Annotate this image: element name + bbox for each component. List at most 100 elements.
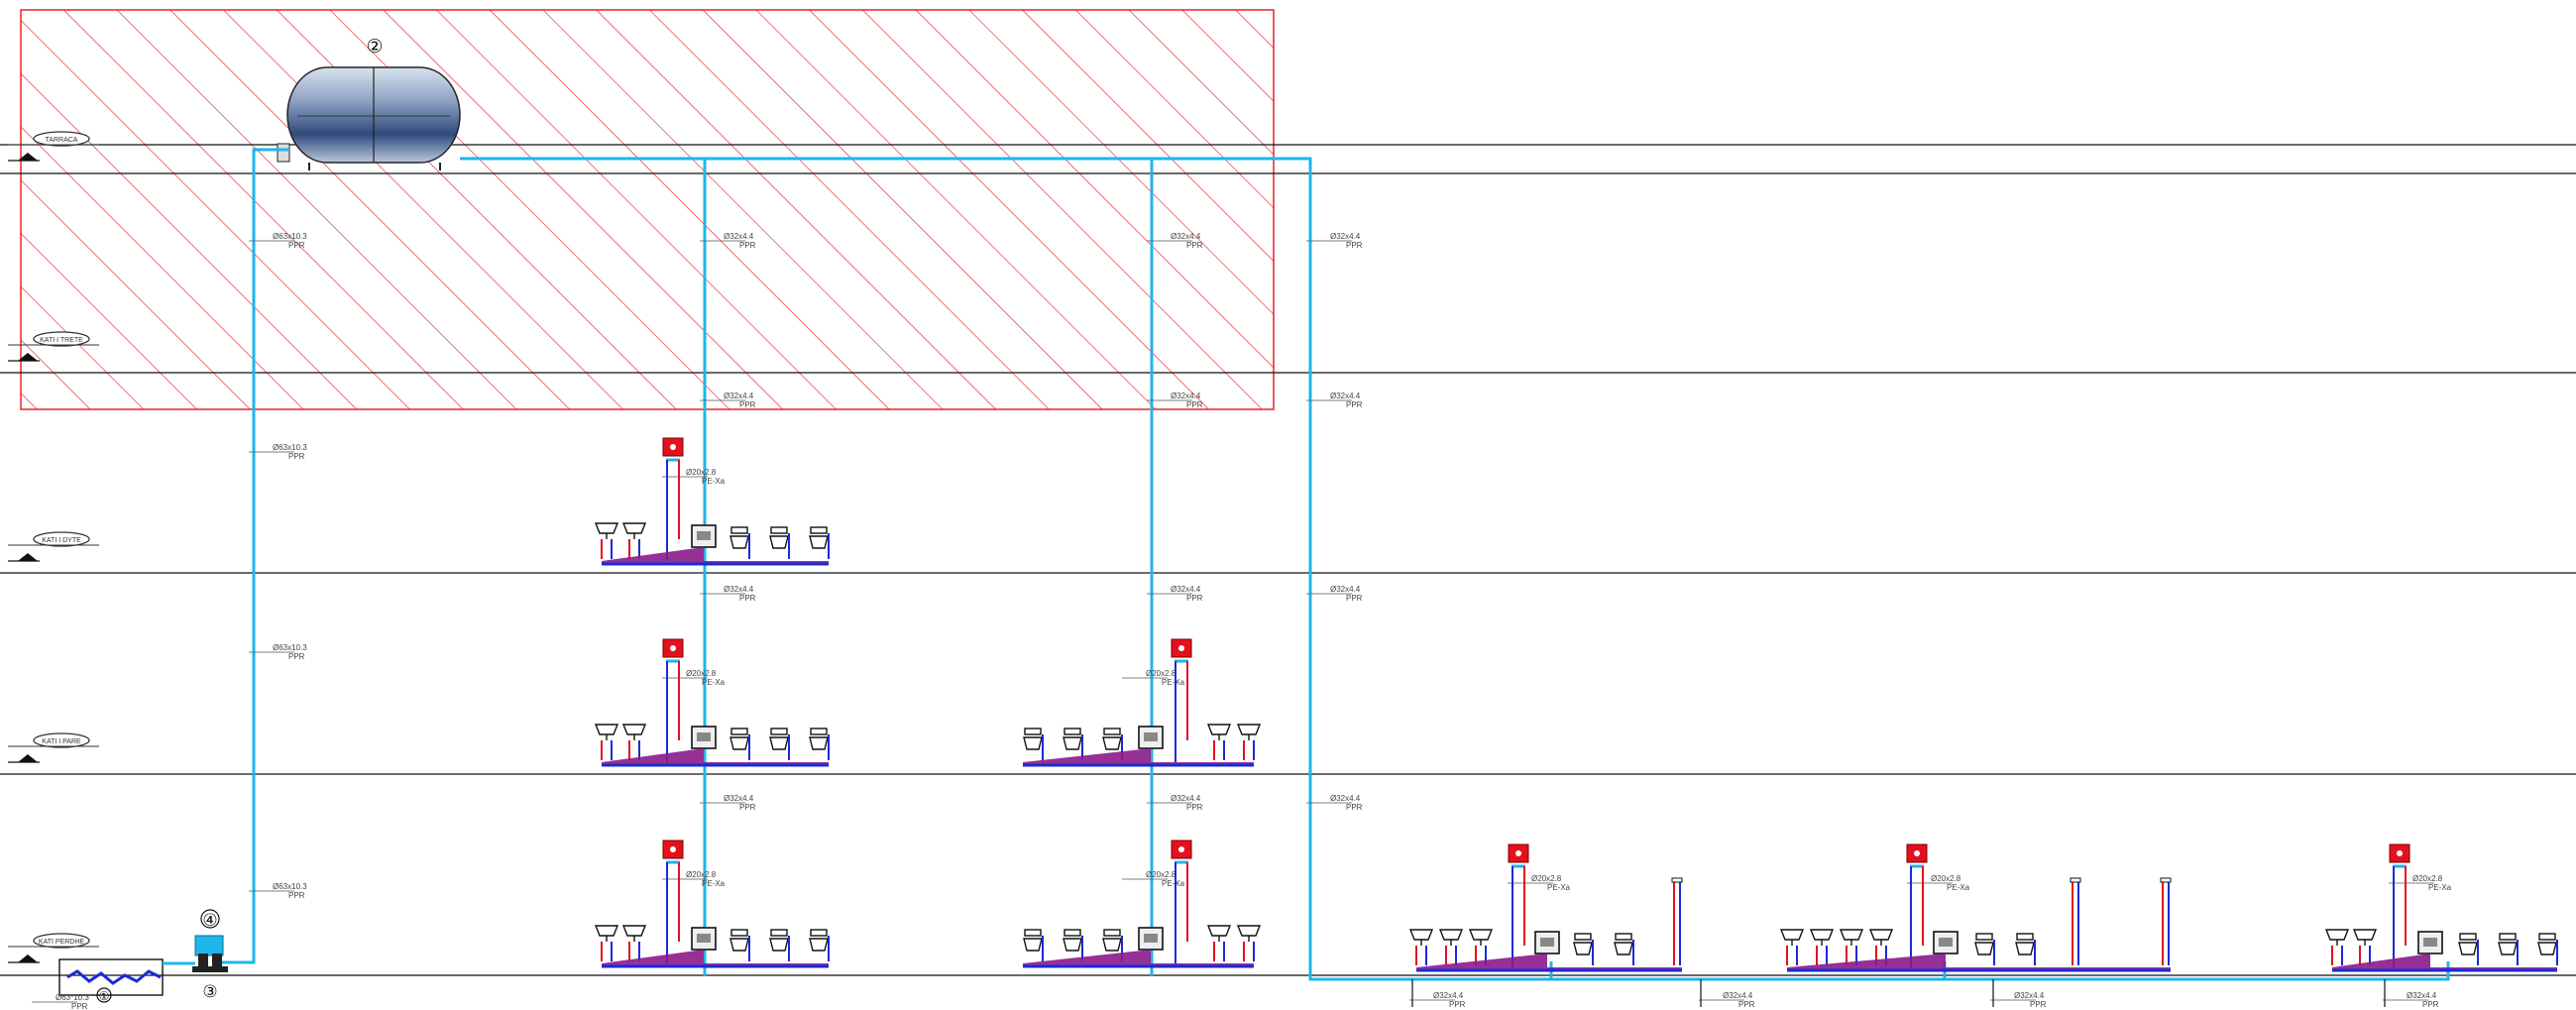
washbasin-icon <box>1809 929 1835 946</box>
wc-icon <box>769 728 789 750</box>
svg-text:PPR: PPR <box>1346 400 1363 409</box>
marker-1: ① <box>96 987 112 1003</box>
booster-pump-icon <box>192 935 228 972</box>
wc-icon <box>1614 933 1633 955</box>
level-marker-icon: KATI I TRETE <box>8 331 99 362</box>
svg-text:PE-Xa: PE-Xa <box>1162 879 1185 888</box>
svg-text:PPR: PPR <box>1449 1000 1466 1009</box>
marker-4: ④ <box>200 909 220 930</box>
wc-icon <box>2458 933 2478 955</box>
wc-icon <box>2015 933 2035 955</box>
svg-text:PE-Xa: PE-Xa <box>1162 678 1185 687</box>
svg-text:Ø32x4.4: Ø32x4.4 <box>1330 392 1361 400</box>
svg-text:②: ② <box>366 37 383 57</box>
pipe-annotations: Ø63x10.3PPRØ63x10.3PPRØ63x10.3PPRØ63x10.… <box>32 232 2452 1010</box>
pipe-label: Ø20x2.8PE-Xa <box>1907 874 1970 892</box>
svg-text:Ø63*10.3: Ø63*10.3 <box>56 993 89 1002</box>
washbasin-icon <box>594 522 619 539</box>
svg-text:④: ④ <box>202 911 217 930</box>
wc-icon <box>729 728 749 750</box>
svg-text:PPR: PPR <box>71 1002 88 1010</box>
water-heater-icon <box>1171 638 1192 663</box>
washbasin-icon <box>1206 724 1232 740</box>
svg-text:PE-Xa: PE-Xa <box>702 477 726 486</box>
level-marker-icon: KATI I DYTE <box>8 531 99 562</box>
level-label: KATI PERDHE <box>39 939 84 946</box>
wc-icon <box>1023 929 1043 952</box>
svg-text:PPR: PPR <box>1186 241 1203 250</box>
svg-text:Ø63x10.3: Ø63x10.3 <box>273 643 307 652</box>
washbasin-icon <box>621 925 647 942</box>
washbasin-icon <box>621 724 647 740</box>
water-heater-icon <box>1508 843 1529 868</box>
level-label: KATI I PARE <box>42 738 81 745</box>
washbasin-icon <box>1236 724 1262 740</box>
svg-text:PPR: PPR <box>288 891 305 900</box>
svg-text:Ø20x2.8: Ø20x2.8 <box>1531 874 1562 883</box>
water-heater-icon <box>1171 840 1192 864</box>
pipe-label: Ø20x2.8PE-Xa <box>662 669 726 687</box>
wc-icon <box>1102 728 1122 750</box>
svg-text:PPR: PPR <box>1186 400 1203 409</box>
svg-text:PE-Xa: PE-Xa <box>1947 883 1970 892</box>
wc-icon <box>809 526 829 549</box>
level-marker-icon: KATI I PARE <box>8 732 99 763</box>
wc-icon <box>729 929 749 952</box>
svg-text:PPR: PPR <box>739 400 756 409</box>
manifold-icon <box>691 524 717 548</box>
water-heater-icon <box>2389 843 2410 868</box>
svg-text:PPR: PPR <box>1346 594 1363 603</box>
washbasin-icon <box>2352 929 2378 946</box>
branch-drops <box>1411 979 2386 1007</box>
wc-icon <box>769 526 789 549</box>
svg-text:PPR: PPR <box>1346 803 1363 812</box>
svg-text:Ø20x2.8: Ø20x2.8 <box>1931 874 1961 883</box>
svg-text:PPR: PPR <box>288 452 305 461</box>
pipe-label: Ø20x2.8PE-Xa <box>1508 874 1571 892</box>
svg-text:Ø32x4.4: Ø32x4.4 <box>724 585 754 594</box>
svg-text:Ø32x4.4: Ø32x4.4 <box>724 232 754 241</box>
svg-text:Ø32x4.4: Ø32x4.4 <box>2407 991 2437 1000</box>
water-heater-icon <box>662 840 684 864</box>
svg-text:PE-Xa: PE-Xa <box>2428 883 2452 892</box>
wc-icon <box>1023 728 1043 750</box>
svg-text:PPR: PPR <box>2422 1000 2439 1009</box>
washbasin-icon <box>1408 929 1434 946</box>
manifold-icon <box>2417 931 2443 954</box>
fixture-groups <box>594 437 2558 972</box>
svg-text:PPR: PPR <box>1346 241 1363 250</box>
washbasin-icon <box>594 925 619 942</box>
washbasin-icon <box>1438 929 1464 946</box>
washbasin-icon <box>1206 925 1232 942</box>
manifold-icon <box>1534 931 1560 954</box>
pipe-label: Ø20x2.8PE-Xa <box>662 468 726 486</box>
washbasin-icon <box>1839 929 1864 946</box>
svg-text:Ø20x2.8: Ø20x2.8 <box>686 870 717 879</box>
svg-text:Ø32x4.4: Ø32x4.4 <box>1330 794 1361 803</box>
washbasin-icon <box>2324 929 2350 946</box>
manifold-icon <box>1933 931 1959 954</box>
svg-text:Ø20x2.8: Ø20x2.8 <box>686 468 717 477</box>
level-label: TARRACA <box>46 137 78 144</box>
ground-tank-icon <box>58 958 195 996</box>
level-label: KATI I DYTE <box>42 537 81 544</box>
svg-text:PPR: PPR <box>739 594 756 603</box>
svg-text:Ø32x4.4: Ø32x4.4 <box>1433 991 1464 1000</box>
supply-pipes <box>212 148 2450 981</box>
svg-text:PPR: PPR <box>739 241 756 250</box>
svg-text:Ø32x4.4: Ø32x4.4 <box>724 794 754 803</box>
wc-icon <box>1573 933 1593 955</box>
water-heater-icon <box>662 638 684 663</box>
